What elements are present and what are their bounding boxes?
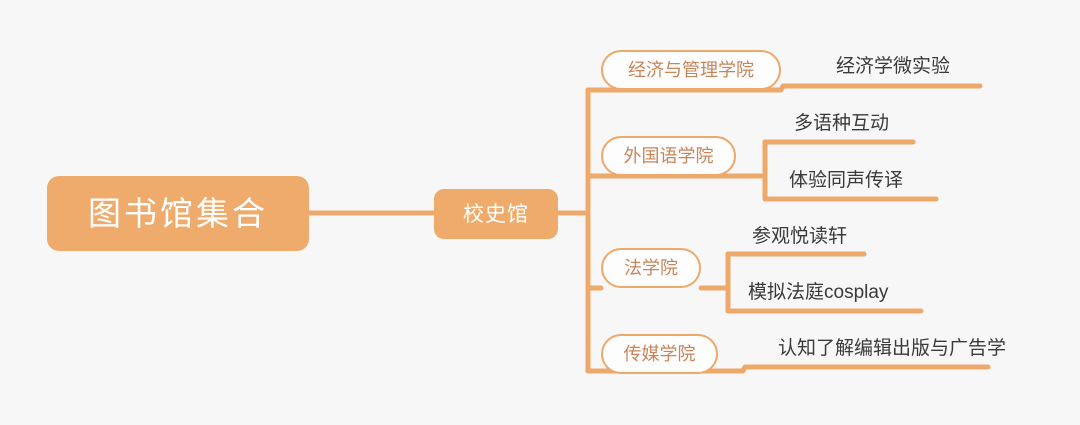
branch-node-label: 法学院 [624, 258, 678, 278]
leaf-node[interactable]: 体验同声传译 [789, 170, 904, 191]
branch-node-economics-management[interactable]: 经济与管理学院 [601, 50, 781, 90]
branch-0-underline [598, 83, 983, 93]
branch-node-foreign-languages[interactable]: 外国语学院 [601, 136, 736, 176]
branch-node-label: 经济与管理学院 [628, 60, 754, 80]
leaf-node[interactable]: 认知了解编辑出版与广告学 [778, 338, 1007, 359]
branch-node-label: 外国语学院 [623, 146, 714, 166]
branch-node-label: 传媒学院 [623, 344, 696, 364]
level2-node-label: 校史馆 [463, 202, 529, 226]
root-node-label: 图书馆集合 [88, 195, 268, 232]
level2-node[interactable]: 校史馆 [434, 189, 558, 239]
branch-node-law[interactable]: 法学院 [601, 248, 701, 288]
leaf-node[interactable]: 多语种互动 [794, 113, 890, 134]
branch-node-media[interactable]: 传媒学院 [601, 334, 718, 374]
leaf-node[interactable]: 模拟法庭cosplay [748, 282, 889, 303]
leaf-node[interactable]: 参观悦读轩 [752, 226, 848, 247]
root-node[interactable]: 图书馆集合 [47, 176, 309, 251]
leaf-node[interactable]: 经济学微实验 [836, 56, 951, 77]
